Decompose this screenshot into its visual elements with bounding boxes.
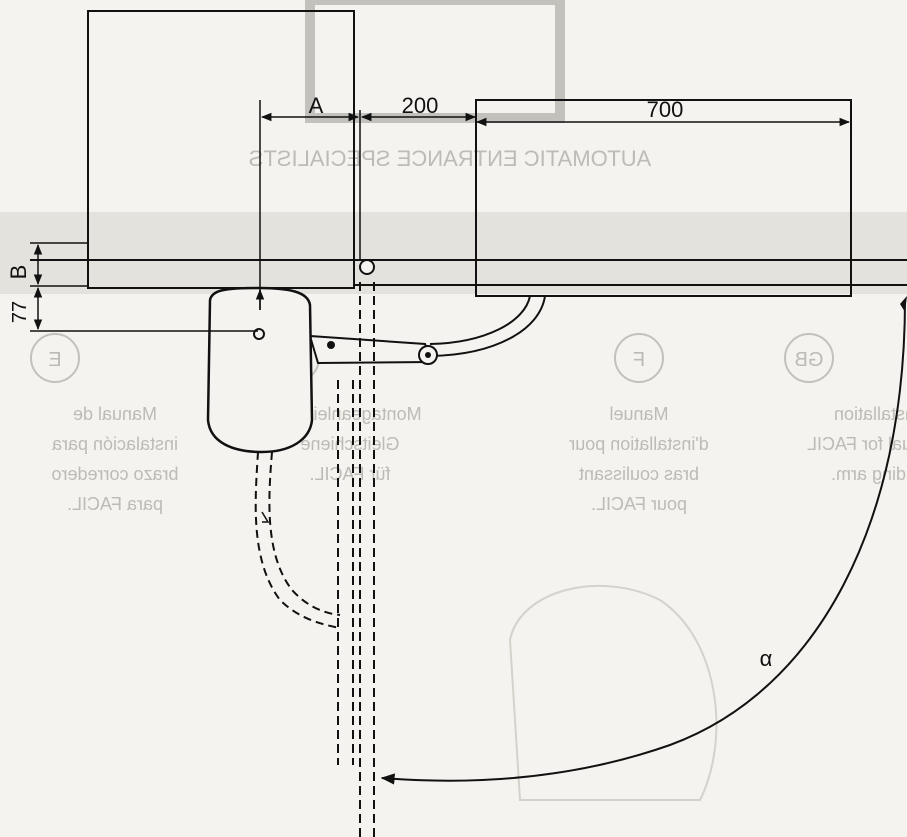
operator-arm bbox=[308, 334, 434, 365]
bleed-line: sliding arm. bbox=[831, 464, 907, 484]
bleed-line: Manual de bbox=[73, 404, 157, 424]
bleed-badge: GB bbox=[795, 349, 824, 371]
angle-label: α bbox=[760, 646, 773, 671]
bleed-line: Manuel bbox=[609, 404, 668, 424]
curved-arm-inner bbox=[429, 295, 531, 345]
bleed-lang-e: E Manual de instalación para brazo corre… bbox=[30, 333, 179, 514]
arm-roller-center bbox=[425, 352, 431, 358]
left-dimensions bbox=[30, 242, 258, 332]
bleed-line: d'installation pour bbox=[569, 434, 709, 454]
bleed-badge-circle bbox=[614, 333, 664, 383]
bleed-line: Installation bbox=[834, 404, 907, 424]
support-post bbox=[337, 282, 375, 837]
dim-b-label: B bbox=[6, 265, 31, 280]
opening-angle-arc bbox=[380, 299, 906, 785]
bleed-through-layer: AUTOMATIC ENTRANCE SPECIALISTS GB Instal… bbox=[0, 0, 907, 801]
bleed-badge-circle bbox=[784, 333, 834, 383]
dim-a-label: A bbox=[309, 93, 324, 118]
bleed-badge-circle bbox=[30, 333, 80, 383]
bleed-line: pour FACIL. bbox=[591, 494, 687, 514]
bleed-line: brazo corredero bbox=[51, 464, 178, 484]
bleed-line: Montageanleitung bbox=[278, 404, 421, 424]
bleed-badge: E bbox=[48, 349, 61, 371]
bleed-line: para FACIL. bbox=[67, 494, 163, 514]
pillar-block bbox=[87, 10, 355, 289]
bleed-shape bbox=[508, 584, 718, 801]
bleed-badge: F bbox=[633, 349, 645, 371]
arm-pivot bbox=[327, 341, 335, 349]
cable-outer bbox=[254, 451, 341, 629]
bleed-line: Gleitschiene bbox=[300, 434, 399, 454]
bleed-line: für FACIL. bbox=[309, 464, 390, 484]
bleed-band bbox=[0, 212, 907, 294]
bleed-heading: AUTOMATIC ENTRANCE SPECIALISTS bbox=[249, 146, 652, 171]
slide-rail-outline bbox=[475, 99, 852, 297]
dim-77-label: 77 bbox=[9, 301, 31, 323]
top-dimensions bbox=[255, 100, 852, 310]
bleed-line: instalación para bbox=[51, 434, 178, 454]
bleed-lang-f: F Manuel d'installation pour bras coulis… bbox=[569, 333, 709, 514]
bleed-line: manual for FACIL bbox=[807, 434, 907, 454]
cable-mark bbox=[261, 511, 270, 523]
arc-start-tick bbox=[900, 296, 907, 312]
bleed-lang-gb: GB Installation manual for FACIL sliding… bbox=[784, 333, 907, 484]
curved-arm-outer bbox=[429, 295, 546, 357]
dim-200-label: 200 bbox=[402, 93, 439, 118]
gate-leaf bbox=[30, 259, 907, 287]
motor-shaft bbox=[253, 328, 265, 340]
dim-700-label: 700 bbox=[647, 97, 684, 122]
hinge-pin bbox=[359, 259, 375, 275]
motor-body bbox=[206, 286, 314, 454]
bleed-line: bras coulissant bbox=[579, 464, 699, 484]
